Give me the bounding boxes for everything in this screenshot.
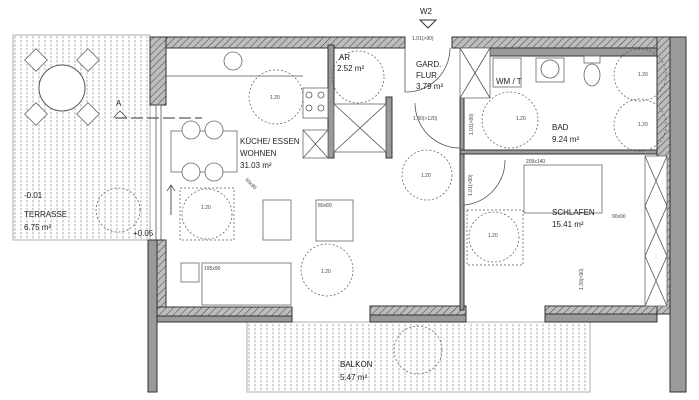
hall: GARD. FLUR 3.79 m² 1.30(>120) 1.20 bbox=[401, 47, 506, 206]
washer-dryer bbox=[492, 57, 522, 88]
bathroom: WM / T 1.20 BAD 9.24 m² 1.20 1.20 bbox=[481, 48, 667, 152]
balcony-area: 5.47 m² bbox=[340, 373, 367, 382]
kitchen-living-name-2: WOHNEN bbox=[240, 149, 277, 158]
kitchen-living-room: 1.20 KÜCHE/ ESSEN WOHNEN 31.03 m² 60x80 … bbox=[166, 51, 354, 306]
bath-area: 9.24 m² bbox=[552, 135, 579, 144]
balcony: BALKON 5.47 m² bbox=[246, 321, 591, 393]
sofa bbox=[201, 262, 292, 306]
bedroom-area: 15.41 m² bbox=[552, 220, 584, 229]
kitchen-living-name-1: KÜCHE/ ESSEN bbox=[240, 137, 300, 146]
bedroom: 209x140 SCHLAFEN 15.41 m² 90x90 1.20 1.3… bbox=[466, 113, 668, 307]
terrace-name: TERRASSE bbox=[24, 210, 67, 219]
entrance[interactable]: W2 1.01(>90) bbox=[404, 7, 451, 93]
sofa-dim: 195x90 bbox=[204, 266, 221, 272]
entrance-door[interactable] bbox=[404, 47, 451, 93]
dim-label: 1.20 bbox=[321, 269, 331, 275]
dim-label: 1.20 bbox=[638, 122, 648, 128]
storage-area: 2.52 m² bbox=[337, 64, 364, 73]
dim-label: 1.20 bbox=[201, 205, 211, 211]
dim-label: 1.20 bbox=[421, 173, 431, 179]
table bbox=[315, 199, 354, 242]
door-clear-dim: 1.01(>80) bbox=[468, 174, 474, 196]
bed-dim: 209x140 bbox=[526, 159, 545, 165]
dim-label: 1.20 bbox=[638, 72, 648, 78]
hall-name-1: GARD. bbox=[416, 60, 441, 69]
table-dim: 80x80 bbox=[318, 203, 332, 209]
threshold-level: +0.05 bbox=[133, 229, 154, 238]
terrace-level: -0.01 bbox=[24, 191, 43, 200]
hall-name-2: FLUR bbox=[416, 71, 437, 80]
dim-label: 1.20 bbox=[270, 95, 280, 101]
washer-dryer-label: WM / T bbox=[496, 77, 522, 86]
dim-label: 1.20 bbox=[516, 116, 526, 122]
entrance-label: W2 bbox=[420, 7, 433, 16]
bath-door[interactable] bbox=[414, 102, 461, 149]
toilet-icon bbox=[583, 63, 601, 87]
dim-label: 1.20 bbox=[488, 233, 498, 239]
chair bbox=[76, 48, 100, 72]
entrance-door-dimension: 1.01(>90) bbox=[412, 36, 434, 42]
cooktop bbox=[302, 87, 329, 119]
bedroom-door[interactable] bbox=[463, 158, 506, 206]
bedroom-name: SCHLAFEN bbox=[552, 208, 595, 217]
dining-table bbox=[170, 130, 238, 173]
storage-room: AR 2.52 m² bbox=[331, 50, 387, 153]
balcony-name: BALKON bbox=[340, 360, 373, 369]
hall-area: 3.79 m² bbox=[416, 82, 443, 91]
bed-side-dim: 90x90 bbox=[612, 214, 626, 220]
bed-clearance-dim: 1.30(>90) bbox=[579, 268, 585, 290]
storage-name: AR bbox=[339, 53, 350, 62]
chair bbox=[24, 102, 48, 126]
section-marker-label: A bbox=[116, 99, 122, 108]
hall-clearance-dim: 1.30(>120) bbox=[413, 116, 438, 122]
section-marker: A bbox=[112, 99, 202, 119]
bed bbox=[523, 164, 603, 214]
sink-icon bbox=[540, 59, 560, 79]
terrace-area: 6.75 m² bbox=[24, 223, 51, 232]
chair bbox=[24, 48, 48, 72]
kitchen-living-area: 31.03 m² bbox=[240, 161, 272, 170]
bath-name: BAD bbox=[552, 123, 569, 132]
chair bbox=[76, 102, 100, 126]
terrace: -0.01 TERRASSE 6.75 m² +0.05 bbox=[12, 34, 154, 241]
door-clear-dim: 1.01(>80) bbox=[469, 113, 475, 135]
kitchen-clear-dim: 60x80 bbox=[244, 177, 258, 191]
